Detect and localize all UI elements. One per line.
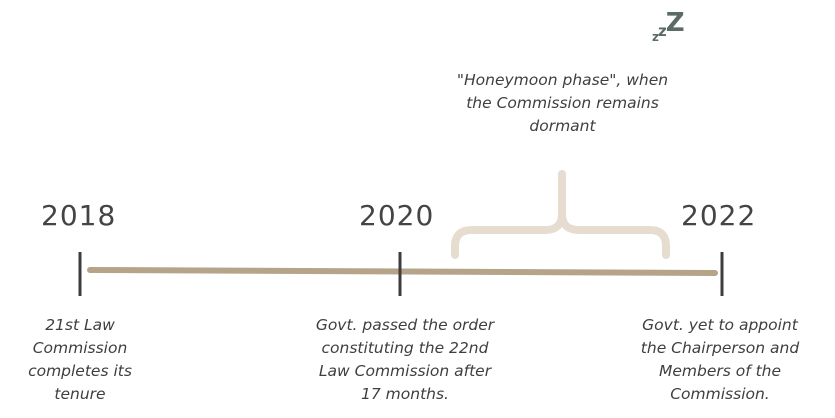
event-2020-description: Govt. passed the order constituting the …: [315, 316, 495, 403]
honeymoon-phase-note: "Honeymoon phase", when the Commission r…: [456, 71, 669, 135]
event-2018-description: 21st Law Commission completes its tenure: [28, 316, 132, 403]
honeymoon-bracket: [451, 170, 670, 259]
timeline-line: [87, 267, 718, 276]
event-2022-description: Govt. yet to appoint the Chairperson and…: [640, 316, 800, 403]
year-2020-label: 2020: [359, 199, 435, 232]
zzz-sleep-icon: zzZ: [652, 8, 685, 44]
year-2018-label: 2018: [41, 199, 117, 232]
year-2022-label: 2022: [681, 199, 757, 232]
